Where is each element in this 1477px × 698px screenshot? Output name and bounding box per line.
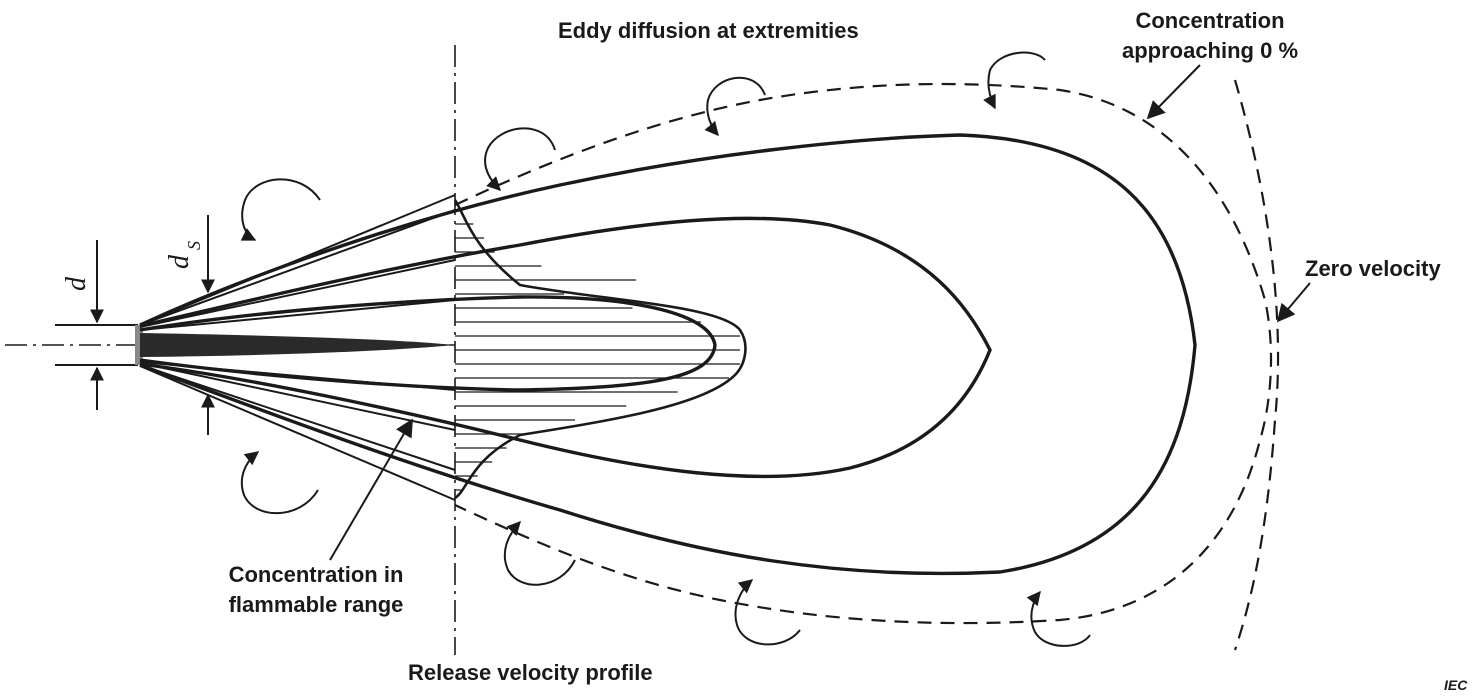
concentration-zero-label-line1: Concentration <box>1135 8 1284 33</box>
diameter-ds-main: d <box>164 254 195 269</box>
arrowhead-icon <box>329 64 1311 561</box>
outer-concentration-contour <box>139 133 1197 576</box>
jet-core <box>140 333 455 357</box>
eddy-diffusion-label: Eddy diffusion at extremities <box>558 18 859 43</box>
zero-velocity-arc <box>1233 79 1280 651</box>
curved-arrow-icon <box>240 51 1091 647</box>
release-nozzle <box>55 324 143 366</box>
release-velocity-profile-label: Release velocity profile <box>408 660 653 685</box>
concentration-zero-label-line2: approaching 0 % <box>1122 38 1298 63</box>
source-mark-label: IEC <box>1444 677 1468 693</box>
diameter-ds-label: d S <box>164 241 204 269</box>
flammable-range-label-line1: Concentration in <box>229 562 404 587</box>
middle-concentration-contour <box>139 216 992 479</box>
flammable-range-label-line2: flammable range <box>229 592 404 617</box>
diameter-d-label: d <box>61 276 92 291</box>
velocity-profile-hatch <box>453 199 747 500</box>
flammable-range-contour <box>139 295 717 392</box>
zero-concentration-envelope <box>454 82 1273 625</box>
diameter-ds-sub: S <box>184 241 204 250</box>
zero-velocity-label: Zero velocity <box>1305 256 1441 281</box>
